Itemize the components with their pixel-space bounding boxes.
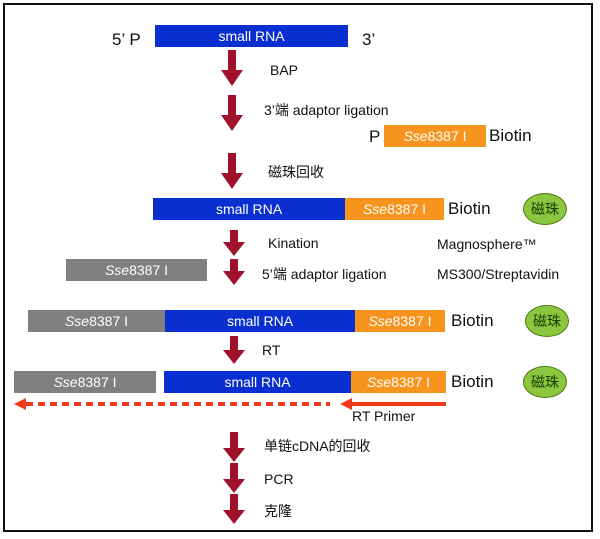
small-rna-label: small RNA	[226, 313, 294, 329]
magnetic-bead: 磁珠	[525, 305, 569, 337]
enzyme-name-rest: 8387 I	[392, 313, 432, 329]
enzyme-name-rest: 8387 I	[391, 374, 431, 390]
five-prime-p-label: 5’ P	[112, 30, 141, 49]
biotin-label: Biotin	[451, 311, 494, 330]
small-rna-bar-1: small RNA	[155, 25, 348, 47]
diagram-frame	[3, 3, 593, 532]
step-rt: RT	[262, 342, 281, 358]
bead-label: 磁珠	[531, 201, 559, 217]
step-3prime-ligation: 3’端 adaptor ligation	[264, 102, 389, 118]
three-prime-label: 3’	[362, 30, 376, 49]
bead-product-line1: Magnosphere™	[437, 236, 537, 252]
step-bead-recovery: 磁珠回收	[268, 164, 324, 180]
enzyme-name-rest: 8387 I	[427, 128, 467, 144]
enzyme-name-rest: 8387 I	[89, 313, 129, 329]
enzyme-name-italic: Sse	[362, 201, 388, 217]
small-rna-bar-3: small RNA	[165, 310, 355, 332]
enzyme-name-italic: Sse	[104, 262, 130, 278]
rt-primer-label: RT Primer	[352, 408, 416, 424]
enzyme-name-rest: 8387 I	[387, 201, 427, 217]
down-arrow-icon	[223, 259, 245, 285]
down-arrow-icon	[221, 95, 243, 131]
down-arrow-icon	[223, 432, 245, 462]
down-arrow-icon	[221, 153, 243, 189]
bead-label: 磁珠	[533, 313, 561, 329]
step-pcr: PCR	[264, 471, 294, 487]
small-rna-label: small RNA	[215, 201, 283, 217]
bead-label: 磁珠	[531, 374, 559, 390]
small-rna-bar-4: small RNA	[164, 371, 351, 393]
step-bap: BAP	[270, 62, 299, 78]
arrowhead-left-icon	[14, 398, 26, 410]
step-5prime-ligation: 5’端 adaptor ligation	[262, 266, 387, 282]
small-rna-label: small RNA	[218, 28, 285, 44]
step-kination: Kination	[268, 235, 319, 251]
rt-extension-dashed-arrow	[14, 398, 446, 410]
down-arrow-icon	[223, 230, 245, 256]
step-cloning: 克隆	[264, 503, 292, 519]
biotin-label: Biotin	[448, 199, 491, 218]
primer-arrowhead-icon	[340, 398, 352, 410]
bead-product-line2: MS300/Streptavidin	[437, 266, 560, 282]
small-rna-bar-2: small RNA	[153, 198, 345, 220]
down-arrow-icon	[223, 336, 245, 364]
enzyme-name-italic: Sse	[53, 374, 78, 390]
enzyme-name-rest: 8387 I	[129, 262, 169, 278]
enzyme-name-italic: Sse	[403, 128, 428, 144]
magnetic-bead: 磁珠	[523, 366, 567, 398]
biotin-label: Biotin	[451, 372, 494, 391]
magnetic-bead: 磁珠	[523, 193, 567, 225]
enzyme-name-italic: Sse	[64, 313, 90, 329]
biotin-label: Biotin	[489, 126, 532, 145]
down-arrow-icon	[221, 50, 243, 86]
small-rna-label: small RNA	[224, 374, 291, 390]
step-ss-cdna-recovery: 单链cDNA的回收	[264, 438, 371, 454]
enzyme-name-italic: Sse	[368, 313, 393, 329]
down-arrow-icon	[223, 494, 245, 524]
down-arrow-icon	[223, 463, 245, 493]
enzyme-name-rest: 8387 I	[77, 374, 117, 390]
phosphate-label: P	[369, 127, 381, 146]
enzyme-name-italic: Sse	[366, 374, 392, 390]
